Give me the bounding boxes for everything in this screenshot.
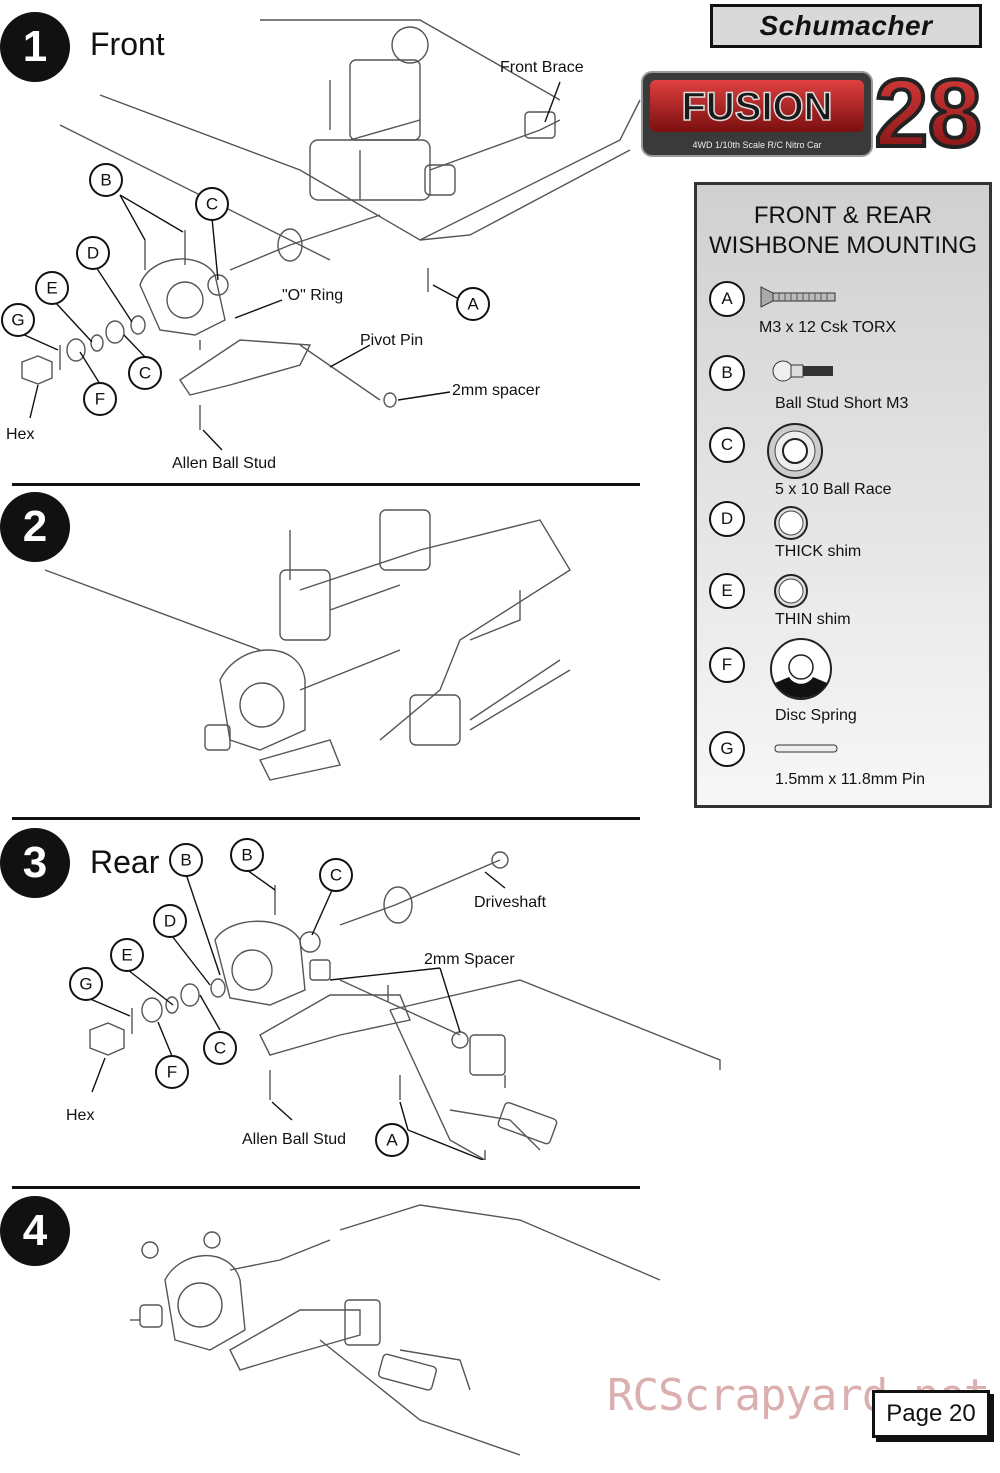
part-b-letter: B (709, 355, 745, 391)
ball-race-icon (767, 423, 823, 479)
part-d-letter: D (709, 501, 745, 537)
ball-stud-icon (772, 360, 833, 382)
fusion-logo: FUSION 4WD 1/10th Scale R/C Nitro Car 28 (641, 62, 983, 160)
label-2mm-spacer: 2mm Spacer (424, 951, 515, 968)
label-pivot-pin: Pivot Pin (360, 332, 423, 349)
svg-text:C: C (206, 195, 218, 214)
svg-text:B: B (180, 851, 191, 870)
part-g-letter: G (709, 731, 745, 767)
callout-d: D (153, 904, 187, 938)
part-f-letter: F (709, 647, 745, 683)
step-1-number: 1 (0, 12, 70, 82)
part-e-name: THIN shim (775, 611, 851, 628)
part-a-name: M3 x 12 Csk TORX (759, 319, 897, 336)
svg-text:G: G (11, 311, 24, 330)
svg-text:D: D (87, 244, 99, 263)
step-2-diagram (44, 509, 571, 781)
callout-a: A (375, 1123, 409, 1157)
part-c-letter: C (709, 427, 745, 463)
pin-icon (774, 744, 838, 753)
step-4-diagram (130, 1204, 661, 1456)
label-2mm-spacer: 2mm spacer (452, 382, 541, 399)
logo-number: 28 (875, 62, 982, 160)
step-3-number: 3 (0, 828, 70, 898)
callout-b-right: B (230, 838, 264, 872)
label-driveshaft: Driveshaft (474, 894, 547, 911)
part-g-name: 1.5mm x 11.8mm Pin (775, 771, 925, 788)
callout-g: G (69, 967, 103, 1001)
csk-screw-icon (760, 286, 836, 308)
label-allen-ball-stud: Allen Ball Stud (172, 455, 276, 472)
svg-text:C: C (139, 364, 151, 383)
callout-g: G (1, 303, 35, 337)
label-hex: Hex (66, 1107, 94, 1124)
part-a-letter: A (709, 281, 745, 317)
callout-c-bottom: C (128, 356, 162, 390)
thin-shim-icon (774, 574, 808, 608)
logo-tagline: 4WD 1/10th Scale R/C Nitro Car (692, 140, 821, 150)
svg-text:C: C (214, 1039, 226, 1058)
part-d-name: THICK shim (775, 543, 862, 560)
part-b-name: Ball Stud Short M3 (775, 395, 909, 412)
callout-e: E (110, 938, 144, 972)
callout-f: F (83, 382, 117, 416)
divider-2 (12, 817, 640, 820)
step-1-title: Front (90, 26, 165, 62)
svg-text:E: E (121, 946, 132, 965)
label-front-brace: Front Brace (500, 59, 584, 76)
label-hex: Hex (6, 426, 34, 443)
step-3-diagram: B B C D E G C F A Driveshaft 2mm Spacer … (66, 838, 721, 1160)
label-o-ring: "O" Ring (282, 287, 343, 304)
svg-text:G: G (79, 975, 92, 994)
logo-word: FUSION (681, 85, 832, 129)
panel-title-line-1: FRONT & REAR (753, 202, 933, 229)
divider-3 (12, 1186, 640, 1189)
part-f-name: Disc Spring (775, 707, 857, 724)
step-2-number: 2 (0, 492, 70, 562)
callout-e: E (35, 271, 69, 305)
svg-text:D: D (164, 912, 176, 931)
svg-text:A: A (467, 295, 479, 314)
brand-logo: Schumacher (710, 4, 982, 48)
svg-text:B: B (100, 171, 111, 190)
disc-spring-icon (770, 638, 832, 700)
callout-a: A (456, 287, 490, 321)
svg-text:A: A (386, 1131, 398, 1150)
callout-c-bottom: C (203, 1031, 237, 1065)
callout-b-left: B (169, 843, 203, 877)
callout-b: B (89, 163, 123, 197)
svg-text:C: C (330, 866, 342, 885)
brand-name: Schumacher (759, 10, 933, 41)
part-e-letter: E (709, 573, 745, 609)
callout-d: D (76, 236, 110, 270)
page-number: Page 20 (872, 1390, 990, 1438)
divider-1 (12, 483, 640, 486)
label-allen-ball-stud: Allen Ball Stud (242, 1131, 346, 1148)
step-3-title: Rear (90, 844, 160, 880)
svg-text:F: F (167, 1063, 177, 1082)
panel-title-line-2: WISHBONE MOUNTING (709, 232, 977, 259)
parts-panel: FRONT & REAR WISHBONE MOUNTING A M3 x 12… (694, 182, 992, 808)
step-1-diagram: B C D E G C F A Front Brace "O" Ring Piv… (1, 19, 641, 472)
part-c-name: 5 x 10 Ball Race (775, 481, 892, 498)
callout-c-top: C (319, 858, 353, 892)
svg-text:F: F (95, 390, 105, 409)
thick-shim-icon (774, 506, 808, 540)
step-4-number: 4 (0, 1196, 70, 1266)
svg-text:E: E (46, 279, 57, 298)
callout-c-top: C (195, 187, 229, 221)
svg-text:B: B (241, 846, 252, 865)
callout-f: F (155, 1055, 189, 1089)
